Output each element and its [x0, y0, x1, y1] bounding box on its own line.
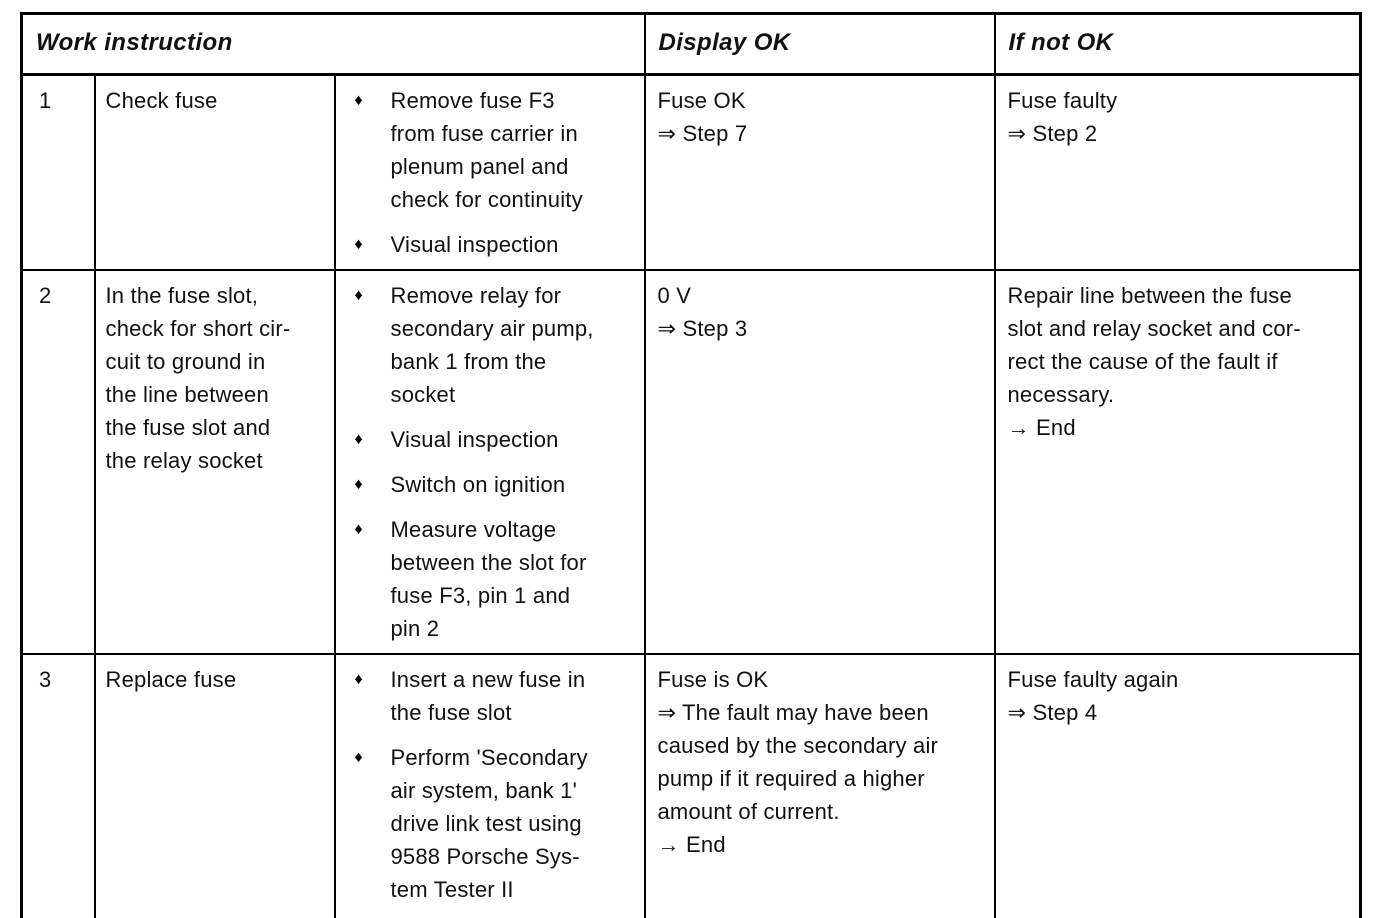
troubleshooting-table: Work instruction Display OK If not OK 1 …: [20, 12, 1362, 918]
bullet-diamond-icon: ♦: [354, 671, 363, 688]
step-item: ♦ Visual inspection: [352, 228, 638, 261]
table-header-row: Work instruction Display OK If not OK: [20, 12, 1362, 76]
bullet-diamond-icon: ♦: [354, 521, 363, 538]
step-text: Switch on ignition: [390, 472, 566, 497]
step-text: Visual inspection: [390, 232, 559, 257]
bullet-diamond-icon: ♦: [354, 431, 363, 448]
header-work-instruction: Work instruction: [20, 12, 646, 76]
bullet-diamond-icon: ♦: [354, 749, 363, 766]
step-item: ♦ Remove fuse F3 from fuse carrier in ple…: [352, 84, 638, 216]
step-text: Perform 'Secondary air system, bank 1' d…: [390, 745, 588, 902]
bullet-diamond-icon: ♦: [354, 476, 363, 493]
step-text: Insert a new fuse in the fuse slot: [390, 667, 586, 725]
step-actions-list: ♦ Insert a new fuse in the fuse slot ♦ Perf…: [333, 653, 646, 918]
display-ok-result: Fuse OK ⇒ Step 7: [643, 73, 996, 271]
display-ok-result: 0 V ⇒ Step 3: [643, 269, 996, 655]
step-text: Measure voltage between the slot for fus…: [390, 517, 587, 641]
header-if-not-ok: If not OK: [993, 12, 1362, 76]
display-ok-result: Fuse is OK ⇒ The fault may have been cau…: [643, 653, 996, 918]
task-description: Replace fuse: [93, 653, 336, 918]
step-item: ♦ Perform 'Secondary air system, bank 1' …: [352, 741, 638, 906]
step-item: ♦ Insert a new fuse in the fuse slot: [352, 663, 638, 729]
bullet-diamond-icon: ♦: [354, 236, 363, 253]
bullet-diamond-icon: ♦: [354, 287, 363, 304]
table-row: 2 In the fuse slot, check for short cir-…: [20, 269, 1362, 655]
if-not-ok-result: Repair line between the fuse slot and re…: [993, 269, 1362, 655]
task-description: Check fuse: [93, 73, 336, 271]
step-text: Remove fuse F3 from fuse carrier in plen…: [390, 88, 583, 212]
if-not-ok-result: Fuse faulty ⇒ Step 2: [993, 73, 1362, 271]
step-text: Remove relay for secondary air pump, ban…: [390, 283, 594, 407]
step-actions-list: ♦ Remove fuse F3 from fuse carrier in ple…: [333, 73, 646, 271]
header-display-ok: Display OK: [643, 12, 996, 76]
step-item: ♦ Remove relay for secondary air pump, ba…: [352, 279, 638, 411]
table-row: 1 Check fuse ♦ Remove fuse F3 from fuse c…: [20, 73, 1362, 271]
step-number: 1: [20, 73, 96, 271]
if-not-ok-result: Fuse faulty again ⇒ Step 4: [993, 653, 1362, 918]
table-row: 3 Replace fuse ♦ Insert a new fuse in the…: [20, 653, 1362, 918]
step-item: ♦ Switch on ignition: [352, 468, 638, 501]
step-item: ♦ Visual inspection: [352, 423, 638, 456]
bullet-diamond-icon: ♦: [354, 92, 363, 109]
step-actions-list: ♦ Remove relay for secondary air pump, ba…: [333, 269, 646, 655]
step-text: Visual inspection: [390, 427, 559, 452]
step-number: 2: [20, 269, 96, 655]
step-number: 3: [20, 653, 96, 918]
step-item: ♦ Measure voltage between the slot for fu…: [352, 513, 638, 645]
task-description: In the fuse slot, check for short cir- c…: [93, 269, 336, 655]
